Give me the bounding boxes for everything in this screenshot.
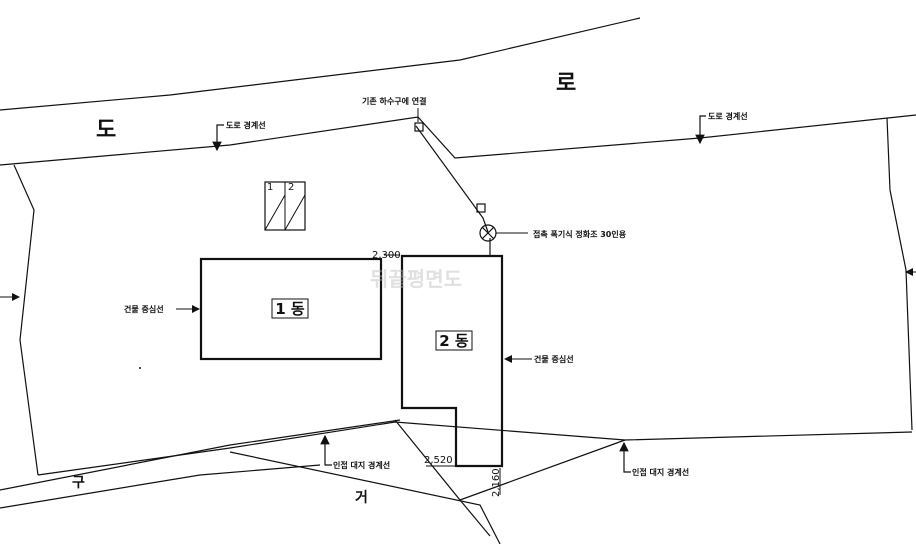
road-char-gu: 구 bbox=[72, 475, 85, 491]
building-2-label: 2 동 bbox=[439, 332, 469, 350]
stair-legend-1: 1 bbox=[267, 182, 273, 193]
stair-legend-2: 2 bbox=[288, 182, 294, 193]
label-road-boundary-right: 도로 경계선 bbox=[708, 111, 748, 121]
label-adjacent-boundary-left: 인접 대지 경계선 bbox=[333, 460, 390, 470]
leader-road-boundary-right bbox=[695, 115, 706, 145]
dimension-2520: 2,520 bbox=[424, 455, 453, 466]
dimension-marks: 2,300 2,520 2,160 bbox=[372, 250, 502, 497]
label-septic-tank: 접촉 폭기식 정화조 30인용 bbox=[533, 229, 627, 239]
south-road-lines bbox=[0, 419, 913, 544]
septic-tank-icon bbox=[479, 224, 528, 242]
north-road-lines bbox=[0, 17, 916, 166]
stair-legend: 1 2 bbox=[264, 181, 306, 231]
label-building-center-right: 건물 중심선 bbox=[534, 354, 574, 364]
label-road-boundary-left: 도로 경계선 bbox=[226, 120, 266, 130]
road-char-ro: 로 bbox=[556, 71, 576, 96]
marker-dot bbox=[139, 367, 141, 369]
leader-road-boundary-left bbox=[212, 124, 224, 152]
watermark: 뒤끝평면도 bbox=[370, 267, 462, 291]
site-boundary-right bbox=[886, 117, 913, 431]
road-char-geo: 거 bbox=[355, 490, 368, 506]
building-1: 1 동 bbox=[199, 257, 383, 361]
leader-adjacent-left bbox=[320, 434, 332, 466]
dimension-2300: 2,300 bbox=[372, 250, 401, 261]
dimension-2160: 2,160 bbox=[491, 468, 502, 497]
label-sewer-connection: 기존 하수구에 연결 bbox=[362, 96, 426, 106]
road-char-do: 도 bbox=[96, 118, 116, 143]
label-adjacent-boundary-right: 인접 대지 경계선 bbox=[632, 467, 689, 477]
sewer-pipe bbox=[414, 122, 491, 256]
building-1-label: 1 동 bbox=[275, 300, 305, 318]
label-building-center-left: 건물 중심선 bbox=[124, 304, 164, 314]
site-boundary-left bbox=[13, 164, 39, 476]
leader-adjacent-right bbox=[619, 441, 631, 473]
